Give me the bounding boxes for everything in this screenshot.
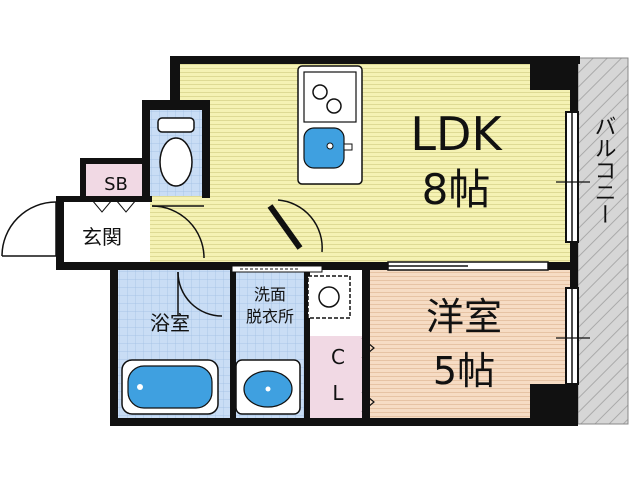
kitchen-counter xyxy=(297,65,363,185)
closet-label-2: L xyxy=(332,381,344,405)
sliding-door xyxy=(387,261,549,271)
entrance-door xyxy=(1,201,57,257)
bathtub-icon xyxy=(121,359,219,415)
toilet-icon xyxy=(157,117,195,187)
yoshitsu-name: 洋室 xyxy=(426,295,502,339)
bath-door xyxy=(177,271,223,317)
closet-floor xyxy=(308,336,368,418)
ldk-size: 8帖 xyxy=(422,165,491,214)
washroom-door xyxy=(231,265,323,273)
closet-label-1: C xyxy=(331,345,345,369)
yoshitsu-size: 5帖 xyxy=(433,349,495,393)
balcony-windows xyxy=(556,111,590,385)
shoebox-floor xyxy=(86,162,146,196)
balcony-area xyxy=(577,57,629,425)
closet-doors xyxy=(361,337,375,413)
corridor-door xyxy=(151,205,205,259)
bath-label: 浴室 xyxy=(150,311,190,335)
balcony-label: バルコニー xyxy=(591,115,616,225)
entrance-label: 玄関 xyxy=(82,225,122,249)
washroom-label-2: 脱衣所 xyxy=(246,307,294,326)
washing-machine-icon xyxy=(307,275,351,319)
ldk-name: LDK xyxy=(410,107,503,161)
corridor-floor xyxy=(150,196,270,262)
kitchen-sink-icon xyxy=(303,127,353,169)
shoebox-doors xyxy=(91,199,137,213)
shoebox-label: SB xyxy=(104,174,128,195)
washbasin-icon xyxy=(235,359,301,415)
ldk-door xyxy=(267,199,323,253)
washroom-label-1: 洗面 xyxy=(254,285,286,304)
kitchen-stove-icon xyxy=(303,71,357,123)
